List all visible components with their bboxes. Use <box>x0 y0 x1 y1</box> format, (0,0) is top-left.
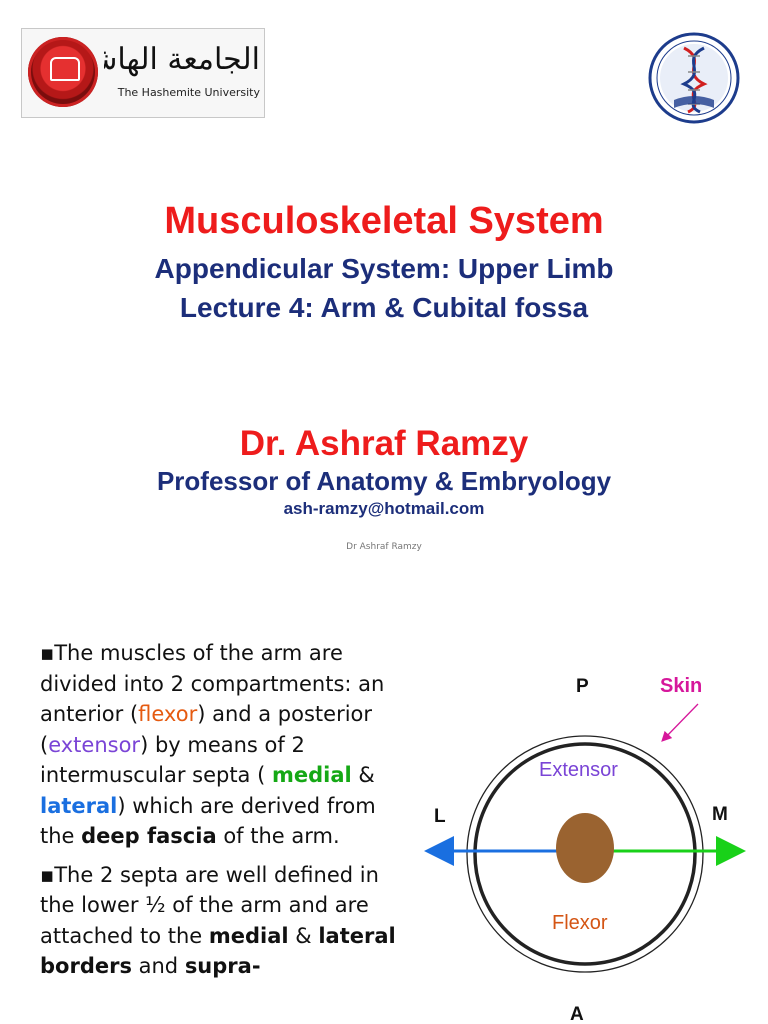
author-position: Professor of Anatomy & Embryology <box>156 466 612 496</box>
term-medial: medial <box>271 763 352 787</box>
label-skin: Skin <box>660 675 702 697</box>
text-run: The muscles of the arm are divided into … <box>40 641 385 726</box>
slide-subtitle-line2: Lecture 4: Arm & Cubital fossa <box>179 292 589 323</box>
slide-subtitle-line1: Appendicular System: Upper Limb <box>154 253 614 284</box>
text-run: & <box>351 763 375 787</box>
slide-footer: Dr Ashraf Ramzy <box>346 542 422 552</box>
bullet-icon: ▪ <box>40 641 55 665</box>
deep-fascia-circle <box>473 742 697 966</box>
humerus-bone <box>556 813 614 883</box>
text-run: ) which are derived from the <box>40 793 376 849</box>
faculty-dna-logo-icon <box>648 32 740 124</box>
author-email: ash-ramzy@hotmail.com <box>283 499 485 518</box>
label-posterior: P <box>576 676 589 697</box>
text-run: ) and a posterior ( <box>40 702 373 757</box>
content-slide: ▪The muscles of the arm are divided into… <box>0 590 768 1024</box>
label-lateral: L <box>434 806 446 827</box>
slide-body-text: ▪The muscles of the arm are divided into… <box>40 638 408 990</box>
university-seal-icon <box>28 37 98 107</box>
term-extensor: extensor <box>48 732 141 757</box>
term-supra: supra- <box>184 954 261 978</box>
university-english-name: The Hashemite University <box>117 86 260 99</box>
skin-outer-circle <box>466 735 704 973</box>
fraction-half: ½ <box>145 893 166 917</box>
university-arabic-name: الجامعة الهاشمية <box>104 42 260 77</box>
text-run: The 2 septa are well defined in the lowe… <box>40 862 379 918</box>
label-extensor-compartment: Extensor <box>539 759 618 781</box>
term-medial-border: medial <box>208 923 289 948</box>
term-deep-fascia: deep fascia <box>81 824 217 848</box>
title-slide: الجامعة الهاشمية The Hashemite Universit… <box>21 28 740 552</box>
paragraph-septa: ▪The 2 septa are well defined in the low… <box>40 860 408 982</box>
university-logo: الجامعة الهاشمية The Hashemite Universit… <box>21 28 265 118</box>
arm-cross-section-diagram: P A L M Skin Extensor Flexor <box>424 675 746 1024</box>
text-run: of the arm. <box>216 824 340 848</box>
slide-title: Musculoskeletal System <box>164 200 604 242</box>
label-anterior: A <box>570 1004 584 1024</box>
term-lateral: lateral <box>40 793 118 818</box>
text-run: and <box>131 954 185 978</box>
text-run: & <box>288 923 319 948</box>
paragraph-compartments: ▪The muscles of the arm are divided into… <box>40 638 408 852</box>
label-medial: M <box>712 804 728 825</box>
term-flexor: flexor <box>138 702 198 726</box>
text-run: ) by means of 2 intermuscular septa ( <box>40 732 305 788</box>
skin-pointer-arrow <box>661 703 699 742</box>
bullet-icon: ▪ <box>40 862 55 887</box>
label-flexor-compartment: Flexor <box>552 912 608 934</box>
author-name: Dr. Ashraf Ramzy <box>239 424 529 463</box>
text-run: of the arm and are attached to the <box>40 893 369 948</box>
term-lateral-borders: lateral borders <box>40 923 396 979</box>
